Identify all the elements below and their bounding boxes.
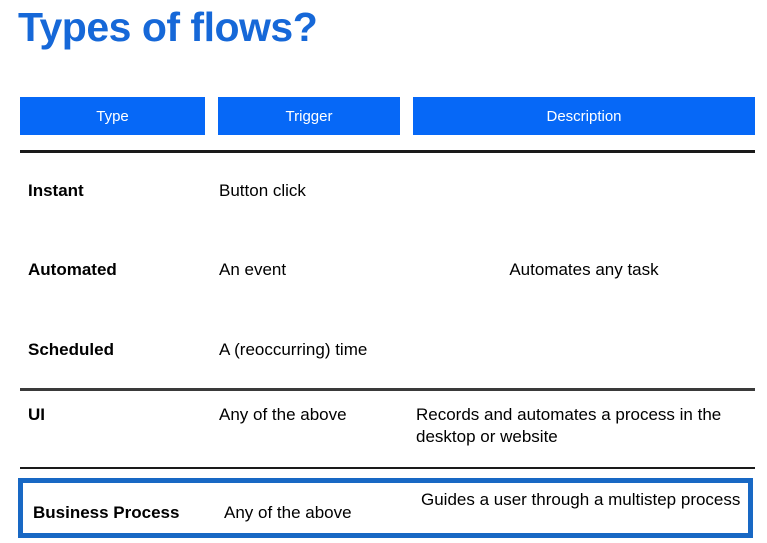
table-row-business-process-highlighted: Business Process Any of the above Guides… [18, 478, 753, 538]
column-header-type: Type [20, 97, 205, 135]
cell-trigger-scheduled: A (reoccurring) time [219, 340, 368, 359]
cell-description-ui: Records and automates a process in the d… [416, 405, 722, 446]
cell-description-automated: Automates any task [509, 260, 659, 279]
cell-type-scheduled: Scheduled [28, 340, 114, 359]
row-divider-line-mid [20, 388, 755, 391]
cell-trigger-automated: An event [219, 260, 287, 279]
row-divider-line-bottom [20, 467, 755, 469]
cell-description-business-process: Guides a user through a multistep proces… [421, 490, 741, 509]
cell-trigger-instant: Button click [219, 181, 306, 200]
cell-type-business-process: Business Process [33, 503, 180, 522]
column-header-trigger: Trigger [218, 97, 400, 135]
cell-trigger-business-process: Any of the above [224, 503, 352, 522]
column-header-description: Description [413, 97, 755, 135]
cell-type-ui: UI [28, 405, 45, 424]
cell-type-automated: Automated [28, 260, 117, 279]
header-divider-line [20, 150, 755, 153]
cell-trigger-ui: Any of the above [219, 405, 347, 424]
page-title: Types of flows? [18, 4, 318, 50]
cell-type-instant: Instant [28, 181, 84, 200]
table-header-row: Type Trigger Description [0, 97, 767, 139]
